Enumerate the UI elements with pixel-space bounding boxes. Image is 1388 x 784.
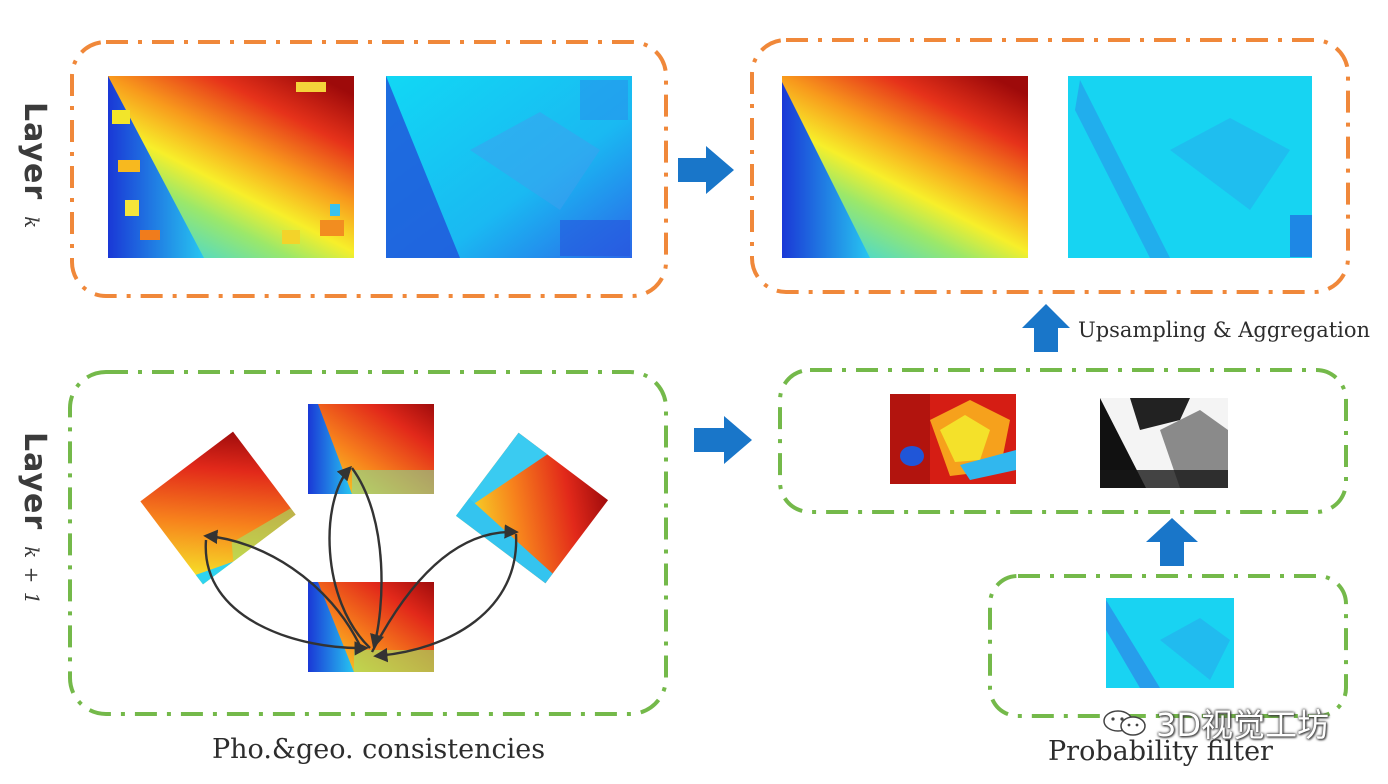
layer-k-depth-map — [108, 76, 354, 258]
probability-input-box — [988, 574, 1348, 718]
layer-k1-consistency-box — [68, 370, 668, 716]
layer-k-label-sub: k — [20, 216, 44, 230]
layer-k1-label-main: Layer — [17, 432, 52, 531]
source-view-left — [140, 431, 296, 585]
arrow-right-top — [678, 146, 734, 194]
watermark-text: 3D视觉工坊 — [1156, 706, 1330, 744]
source-view-right — [455, 432, 609, 584]
probability-mask — [1100, 398, 1228, 488]
consistency-curves — [203, 465, 519, 663]
layer-k1-label: Layer k + 1 — [17, 432, 52, 605]
watermark: 3D视觉工坊 — [1102, 700, 1329, 746]
arrow-right-bottom — [694, 416, 752, 464]
refined-confidence-map — [1068, 76, 1312, 258]
reference-view-bottom — [308, 582, 434, 672]
filtered-depth-map — [890, 394, 1016, 484]
input-confidence-map — [1106, 598, 1234, 688]
layer-k1-label-sub: k + 1 — [20, 546, 44, 606]
layer-k-output-box — [750, 38, 1350, 294]
source-view-top — [308, 404, 434, 494]
wechat-logo-icon — [1103, 710, 1146, 736]
refined-depth-map — [782, 76, 1028, 258]
probability-filter-caption: Probability filter — [1048, 736, 1273, 767]
layer-k-confidence-map — [386, 76, 632, 258]
pho-geo-caption: Pho.&geo. consistencies — [212, 734, 546, 765]
probability-filter-box — [778, 368, 1348, 514]
arrow-up-upsampling — [1022, 304, 1070, 352]
layer-k-input-box — [70, 40, 668, 298]
arrow-up-probability — [1146, 518, 1198, 566]
upsampling-label: Upsampling & Aggregation — [1078, 318, 1371, 342]
layer-k-label-main: Layer — [17, 102, 52, 201]
layer-k-label: Layer k — [17, 102, 52, 229]
